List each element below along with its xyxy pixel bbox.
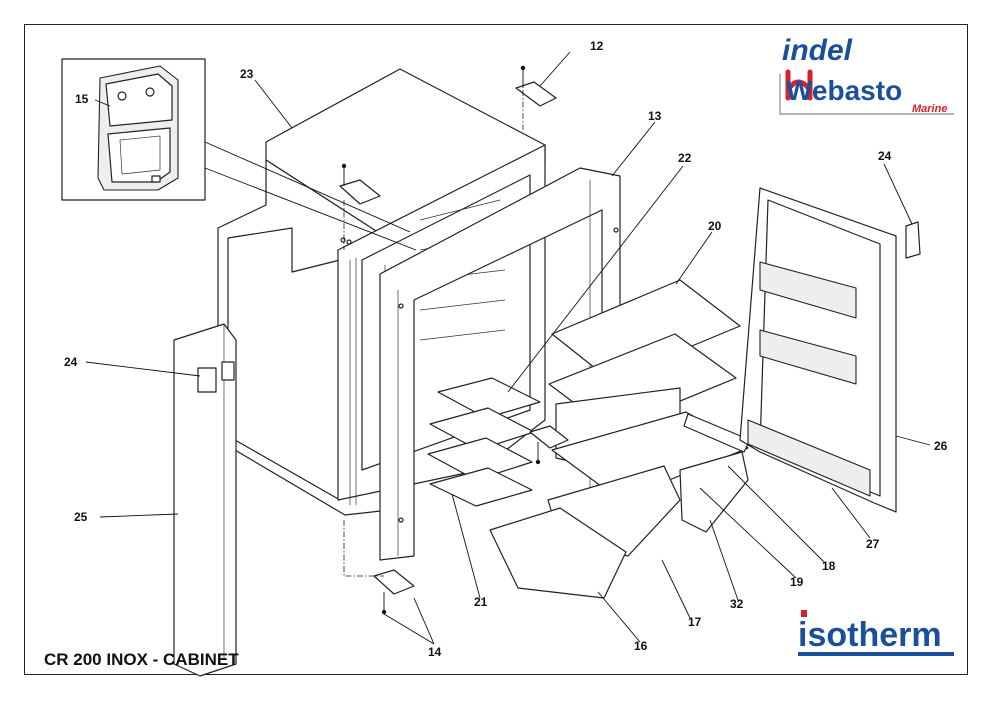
side-panel — [173, 323, 237, 677]
callout-15: 15 — [75, 92, 89, 106]
hinges — [339, 65, 921, 615]
callout-21: 21 — [474, 595, 488, 609]
logo-i-dot-icon — [801, 610, 807, 617]
callout-labels: 12 13 14 15 16 17 18 19 20 21 22 23 24 2… — [64, 39, 948, 659]
callout-19: 19 — [790, 575, 804, 589]
logo-webasto-text: Webasto — [786, 75, 902, 106]
drawing-frame — [24, 24, 968, 675]
callout-24-left: 24 — [64, 355, 78, 369]
callout-18: 18 — [822, 559, 836, 573]
small-shelves — [427, 377, 541, 507]
logo-frame-line — [779, 74, 954, 115]
indel-webasto-logo: indel Webasto Marine — [779, 34, 954, 115]
logo-isotherm-text: isotherm — [798, 616, 942, 654]
logo-underline — [798, 652, 954, 656]
drawers — [489, 387, 751, 599]
callout-16: 16 — [634, 639, 648, 653]
callout-14: 14 — [428, 645, 442, 659]
assembly-axes — [343, 90, 524, 577]
callout-20: 20 — [708, 219, 722, 233]
leader-lines — [85, 51, 931, 645]
callout-32: 32 — [730, 597, 744, 611]
callout-24-right: 24 — [878, 149, 892, 163]
callout-12: 12 — [590, 39, 604, 53]
isotherm-logo: isotherm — [798, 610, 954, 656]
detail-box-15 — [61, 58, 206, 201]
callout-23: 23 — [240, 67, 254, 81]
callout-17: 17 — [688, 615, 702, 629]
logo-indel-text: indel — [782, 34, 853, 67]
logo-marine-text: Marine — [912, 103, 947, 115]
logo-w-swoosh-icon — [785, 69, 813, 101]
drawing-title: CR 200 INOX - CABINET — [44, 650, 239, 669]
callout-25: 25 — [74, 510, 88, 524]
callout-13: 13 — [648, 109, 662, 123]
callout-26: 26 — [934, 439, 948, 453]
door-panel — [739, 187, 897, 513]
callout-27: 27 — [866, 537, 880, 551]
callout-22: 22 — [678, 151, 692, 165]
